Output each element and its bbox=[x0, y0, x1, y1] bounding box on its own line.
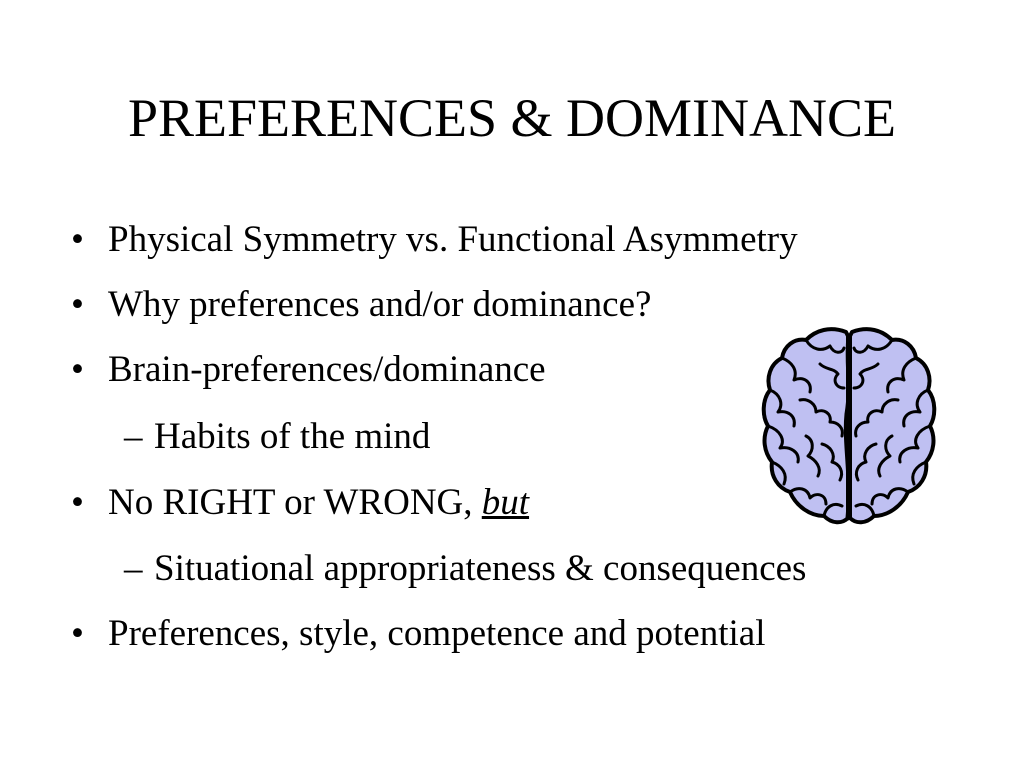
bullet-text: Why preferences and/or dominance? bbox=[108, 284, 652, 325]
brain-icon bbox=[761, 327, 937, 525]
bullet-text: Physical Symmetry vs. Functional Asymmet… bbox=[108, 219, 798, 260]
bullet-item: • No RIGHT or WRONG, but bbox=[71, 481, 530, 525]
bullet-item: • Preferences, style, competence and pot… bbox=[71, 612, 766, 656]
bullet-text: Brain-preferences/dominance bbox=[108, 349, 546, 390]
dash-marker: – bbox=[124, 548, 143, 589]
sub-bullet-item: – Situational appropriateness & conseque… bbox=[124, 547, 807, 591]
sub-bullet-text: Situational appropriateness & consequenc… bbox=[154, 548, 807, 589]
sub-bullet-item: – Habits of the mind bbox=[124, 415, 431, 459]
bullet-text: No RIGHT or WRONG, bbox=[108, 482, 482, 523]
bullet-marker: • bbox=[71, 349, 84, 390]
bullet-marker: • bbox=[71, 219, 84, 260]
bullet-text: Preferences, style, competence and poten… bbox=[108, 613, 766, 654]
sub-bullet-text: Habits of the mind bbox=[154, 416, 431, 457]
bullet-item: • Physical Symmetry vs. Functional Asymm… bbox=[71, 218, 798, 262]
bullet-marker: • bbox=[71, 284, 84, 325]
bullet-item: • Brain-preferences/dominance bbox=[71, 348, 546, 392]
bullet-marker: • bbox=[71, 613, 84, 654]
slide-title: PREFERENCES & DOMINANCE bbox=[127, 88, 897, 148]
bullet-marker: • bbox=[71, 482, 84, 523]
emphasis-but: but bbox=[481, 482, 530, 523]
bullet-item: • Why preferences and/or dominance? bbox=[71, 283, 652, 327]
dash-marker: – bbox=[124, 416, 143, 457]
